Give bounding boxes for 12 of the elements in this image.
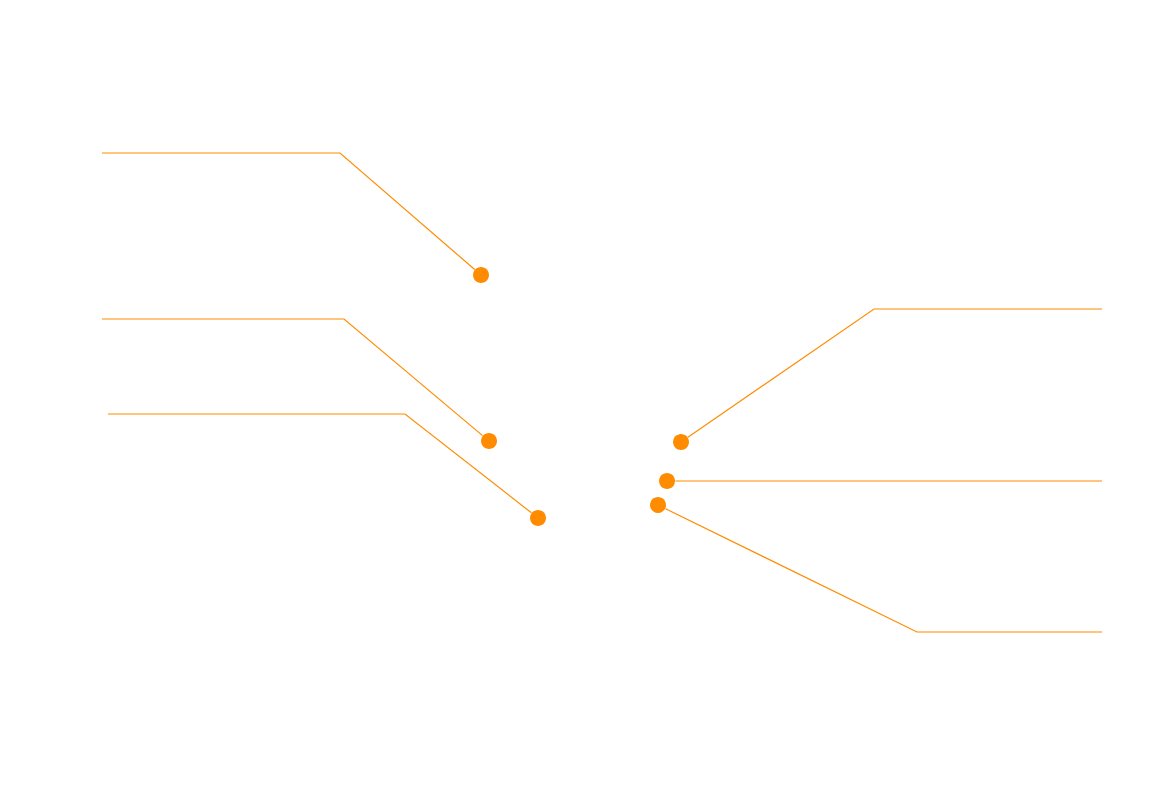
leader-line <box>687 308 1103 438</box>
dot <box>659 473 675 489</box>
leader-line <box>664 508 1103 633</box>
dot <box>530 510 546 526</box>
dot <box>673 434 689 450</box>
leader-line <box>674 480 1103 482</box>
leader-line <box>101 318 484 437</box>
dot <box>473 267 489 283</box>
leader-line <box>101 152 476 271</box>
leader-line <box>107 413 532 514</box>
dot <box>650 497 666 513</box>
dot <box>481 433 497 449</box>
